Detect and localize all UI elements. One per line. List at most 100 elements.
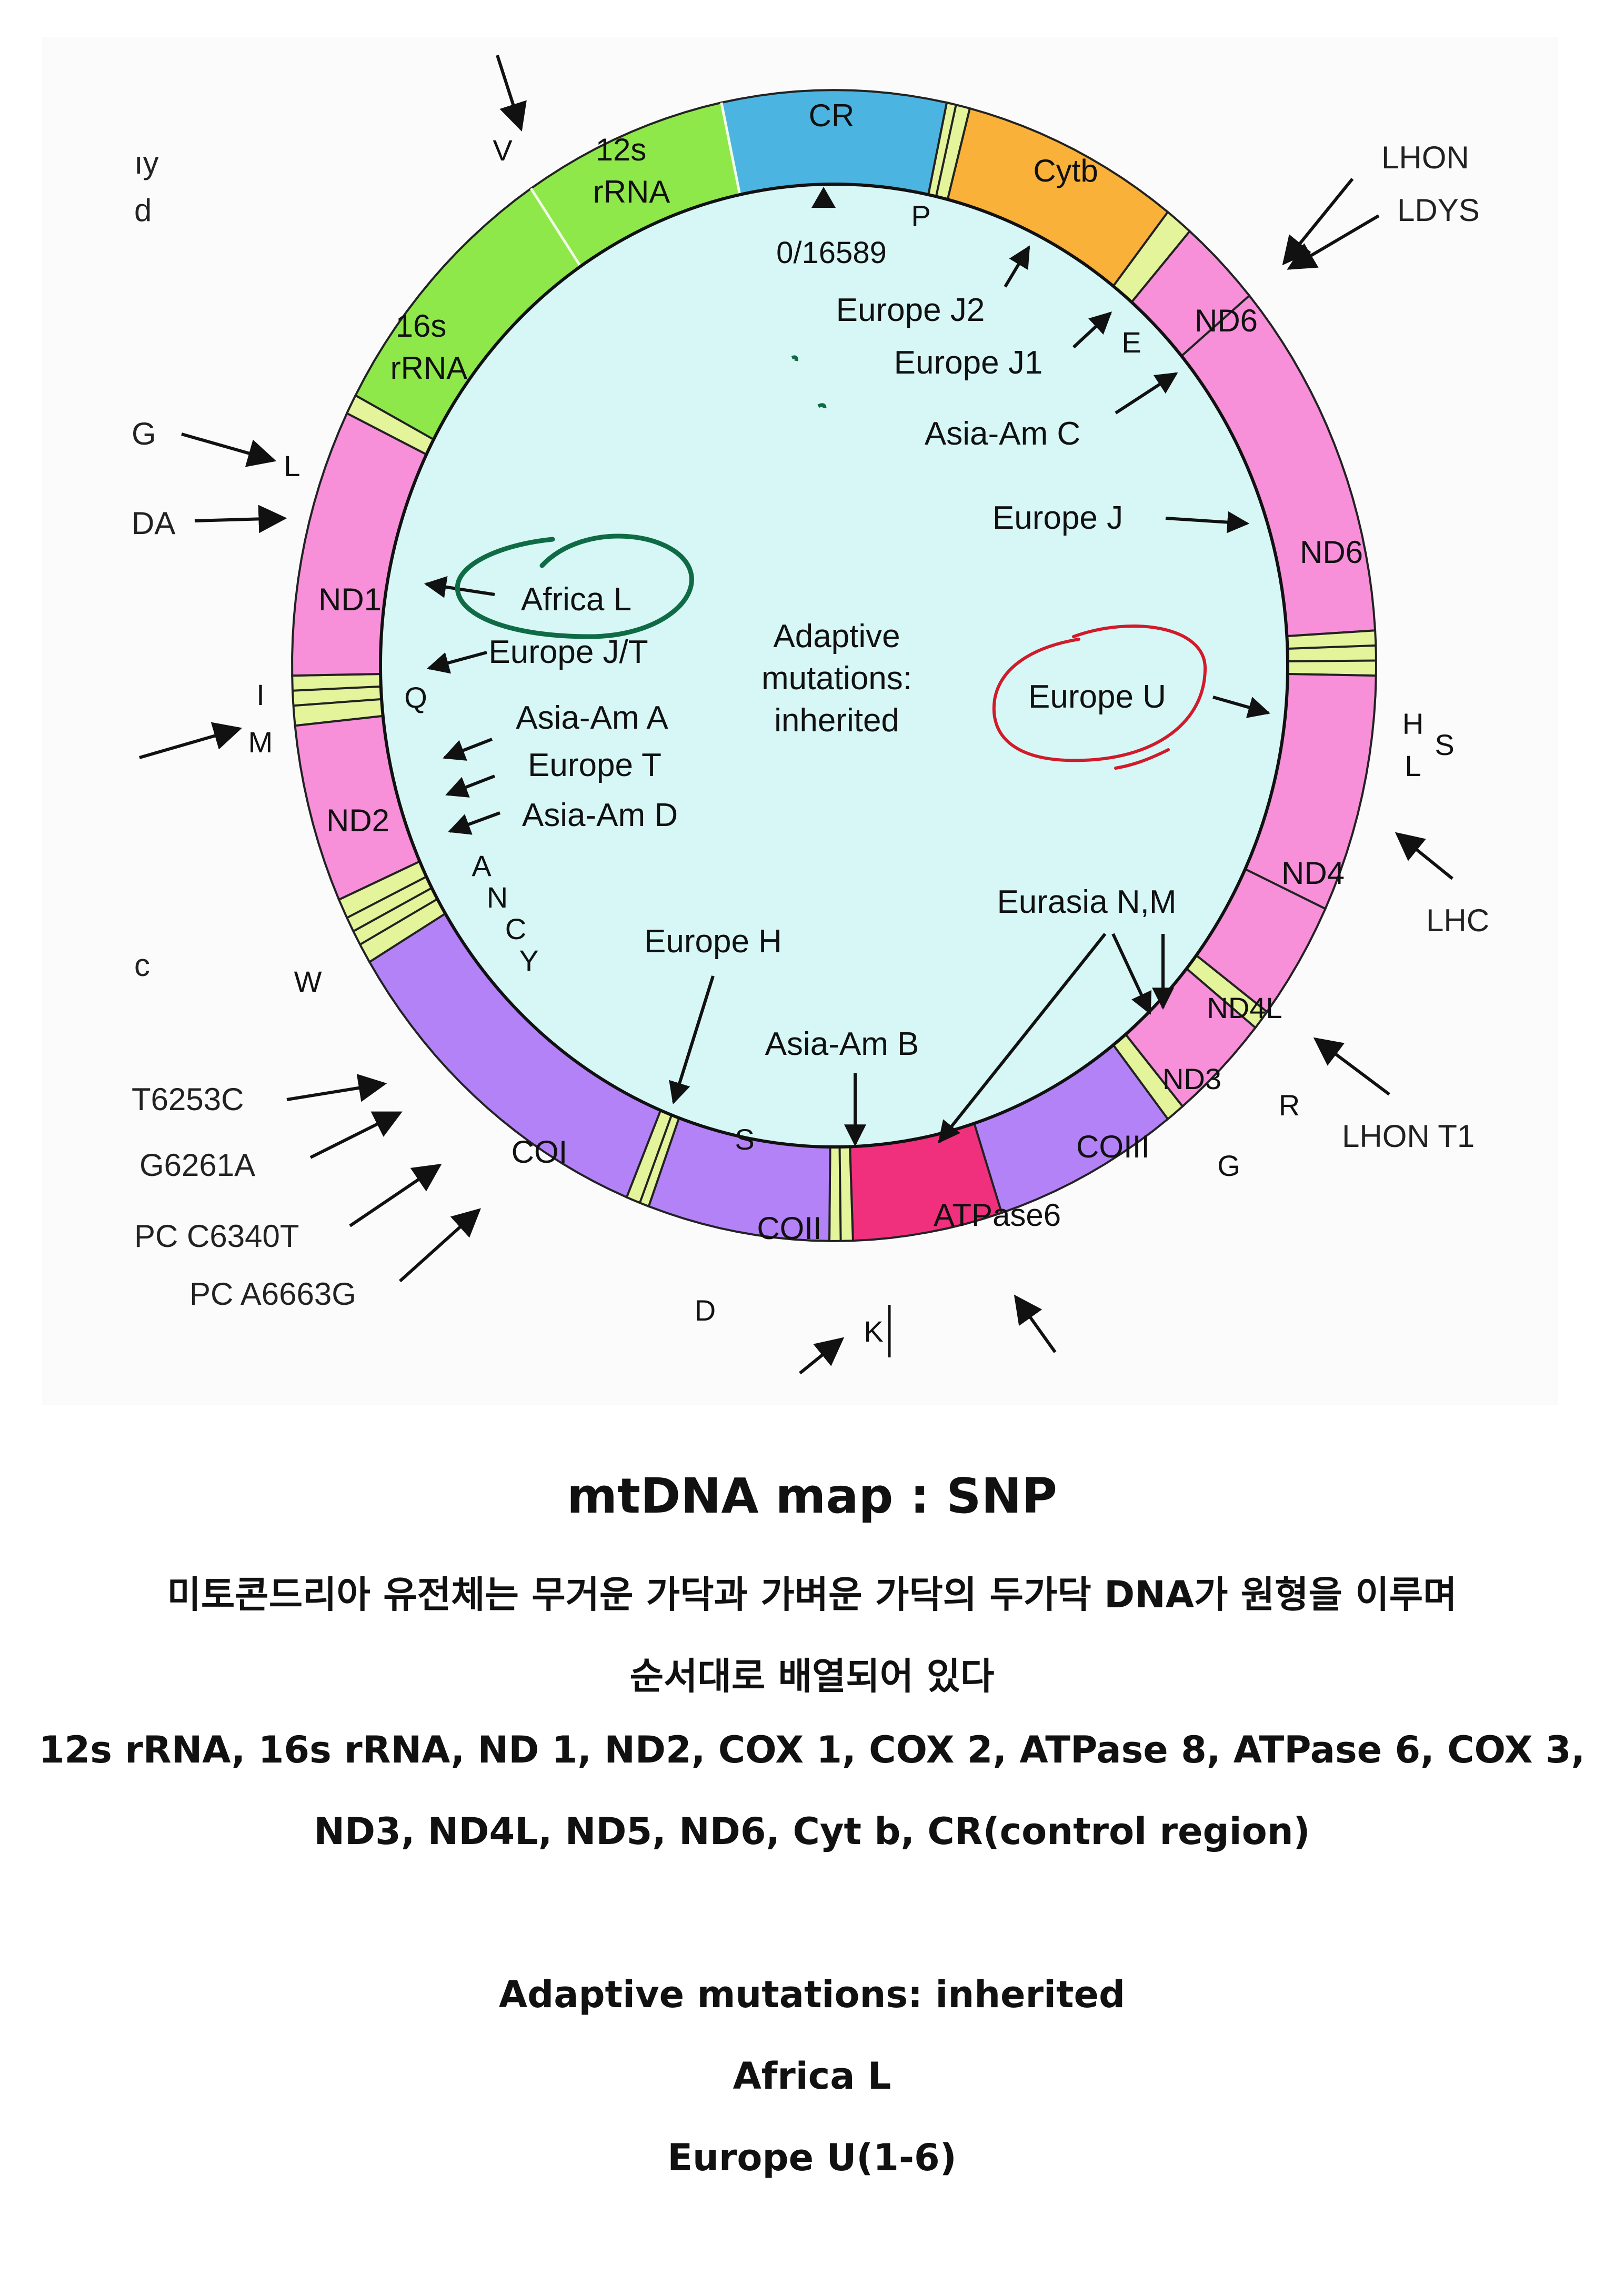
arrow-europe-jt — [426, 651, 487, 674]
caption-line-4: ND3, ND4L, ND5, ND6, Cyt b, CR(control r… — [314, 1810, 1310, 1853]
outer-label-t6253c: T6253C — [132, 1082, 244, 1117]
trna-label-r: R — [1279, 1089, 1300, 1122]
green-ink-dot-2 — [817, 403, 827, 409]
outer-label-lhon: LHON — [1381, 140, 1469, 175]
trna-label-k: K — [864, 1315, 883, 1348]
caption-line-6: Africa L — [733, 2055, 891, 2098]
center-text-line-2: mutations: — [761, 660, 912, 697]
outer-label-g6261a: G6261A — [139, 1147, 255, 1183]
trna-divider-line — [353, 887, 433, 932]
haplogroup-asia-am-d: Asia-Am D — [522, 797, 678, 833]
haplogroup-europe-h: Europe H — [644, 923, 782, 960]
outer-label-pc-c6340t: PC C6340T — [134, 1219, 299, 1254]
haplogroup-europe-t: Europe T — [528, 747, 661, 783]
trna-label-l: L — [284, 449, 300, 482]
mtdna-circle-diagram: CR Cytb 12s rRNA 16s rRNA ND6 ND6 ND1 ND… — [132, 55, 1490, 1375]
arrow-asia-am-a — [443, 738, 493, 761]
arrow-external-lhc — [1395, 832, 1453, 880]
ring-interior — [379, 183, 1289, 1149]
arrow-external-g6261a — [309, 1111, 403, 1159]
arrow-external-l — [181, 432, 277, 467]
origin-marker-icon — [811, 187, 836, 208]
trna-label-s2: S — [1435, 728, 1454, 761]
outer-label-ldys: LDYS — [1397, 193, 1480, 228]
outer-label-left-da: DA — [132, 506, 175, 541]
arrow-europe-t — [445, 774, 496, 798]
trna-divider-line — [292, 685, 381, 692]
arrow-eurasia-nm-2 — [1111, 933, 1152, 1015]
trna-label-p: P — [911, 199, 930, 233]
outer-label-left-c: c — [134, 948, 150, 983]
trna-label-n: N — [487, 881, 508, 914]
haplogroup-europe-j2: Europe J2 — [836, 292, 985, 328]
arrow-asia-am-c — [1115, 372, 1178, 415]
arrow-asia-am-d — [448, 811, 501, 835]
segment-label-nd2: ND2 — [326, 803, 389, 838]
segment-label-nd1: ND1 — [318, 582, 382, 617]
segment-label-nd4: ND4 — [1281, 855, 1345, 891]
arrow-africa-l — [424, 576, 495, 598]
green-ink-dot-1 — [791, 355, 798, 361]
arrow-external-k — [799, 1337, 845, 1375]
trna-divider-line — [1287, 659, 1376, 663]
arrow-external-ldys — [1287, 214, 1380, 270]
arrow-external-m — [139, 722, 243, 759]
origin-label: 0/16589 — [776, 236, 887, 270]
haplogroup-africa-l: Africa L — [521, 581, 631, 618]
segment-label-16s: 16s — [396, 308, 447, 344]
segment-label-atpase6: ATPase6 — [934, 1197, 1061, 1233]
trna-label-i: I — [256, 678, 265, 711]
caption-line-7: Europe U(1-6) — [667, 2136, 957, 2179]
caption-line-1: 미토콘드리아 유전체는 무거운 가닥과 가벼운 가닥의 두가닥 DNA가 원형을… — [167, 1573, 1457, 1616]
trna-label-q: Q — [404, 681, 427, 714]
arrow-europe-j — [1165, 511, 1250, 533]
arrow-europe-j1 — [1072, 311, 1112, 349]
trna-divider-line — [639, 1114, 673, 1203]
caption-title: mtDNA map : SNP — [567, 1468, 1057, 1524]
trna-divider-line — [293, 698, 382, 707]
trna-divider-line — [1287, 644, 1376, 650]
segment-label-coiii: COIII — [1076, 1129, 1150, 1164]
mtdna-map-figure: CR Cytb 12s rRNA 16s rRNA ND6 ND6 ND1 ND… — [132, 55, 1490, 1375]
trna-label-l2: L — [1405, 749, 1421, 782]
trna-label-h: H — [1402, 707, 1423, 740]
arrow-europe-u — [1212, 696, 1271, 718]
haplogroup-eurasia-nm: Eurasia N,M — [997, 884, 1176, 920]
trna-label-w: W — [294, 965, 322, 998]
trna-label-d: D — [695, 1294, 716, 1327]
segment-label-coii: COII — [757, 1211, 821, 1246]
red-annotation-circle — [992, 625, 1207, 770]
arrow-external-a6663g — [398, 1208, 482, 1283]
haplogroup-europe-j1: Europe J1 — [894, 345, 1043, 381]
caption-line-5: Adaptive mutations: inherited — [498, 1973, 1126, 2016]
outer-label-lhc: LHC — [1426, 903, 1489, 938]
arrow-europe-h — [669, 975, 715, 1105]
haplogroup-asia-am-a: Asia-Am A — [516, 700, 668, 736]
arrow-europe-j2 — [1004, 245, 1030, 288]
arrow-external-v — [496, 55, 527, 132]
trna-divider-line — [838, 1147, 842, 1241]
segment-label-cytb: Cytb — [1033, 153, 1098, 188]
arrow-external-t6253c — [286, 1074, 387, 1102]
caption-line-3: 12s rRNA, 16s rRNA, ND 1, ND2, COX 1, CO… — [38, 1728, 1586, 1771]
haplogroup-europe-j: Europe J — [993, 500, 1123, 536]
haplogroup-europe-u: Europe U — [1028, 679, 1166, 715]
trna-label-m: M — [248, 726, 273, 759]
segment-label-coi: COI — [512, 1134, 568, 1170]
green-annotation-circle — [455, 533, 694, 639]
arrow-eurasia-nm-1 — [938, 933, 1107, 1144]
haplogroup-asia-am-b: Asia-Am B — [765, 1026, 919, 1062]
segment-boundary-line — [720, 102, 741, 195]
segment-boundary-line — [529, 187, 582, 267]
center-text-line-3: inherited — [774, 702, 899, 739]
segment-label-nd4l: ND4L — [1207, 991, 1282, 1024]
arrow-external-da — [194, 505, 287, 533]
outer-label-left-y: ıy — [134, 145, 159, 180]
trna-label-e: E — [1121, 326, 1141, 359]
segment-label-12s: 12s — [596, 132, 647, 167]
segment-label-16s-rrna: rRNA — [390, 350, 468, 386]
segment-label-nd3: ND3 — [1162, 1062, 1221, 1095]
segment-label-12s-rrna: rRNA — [593, 174, 670, 209]
trna-label-a: A — [472, 849, 492, 882]
outer-label-left-d: d — [134, 193, 152, 228]
